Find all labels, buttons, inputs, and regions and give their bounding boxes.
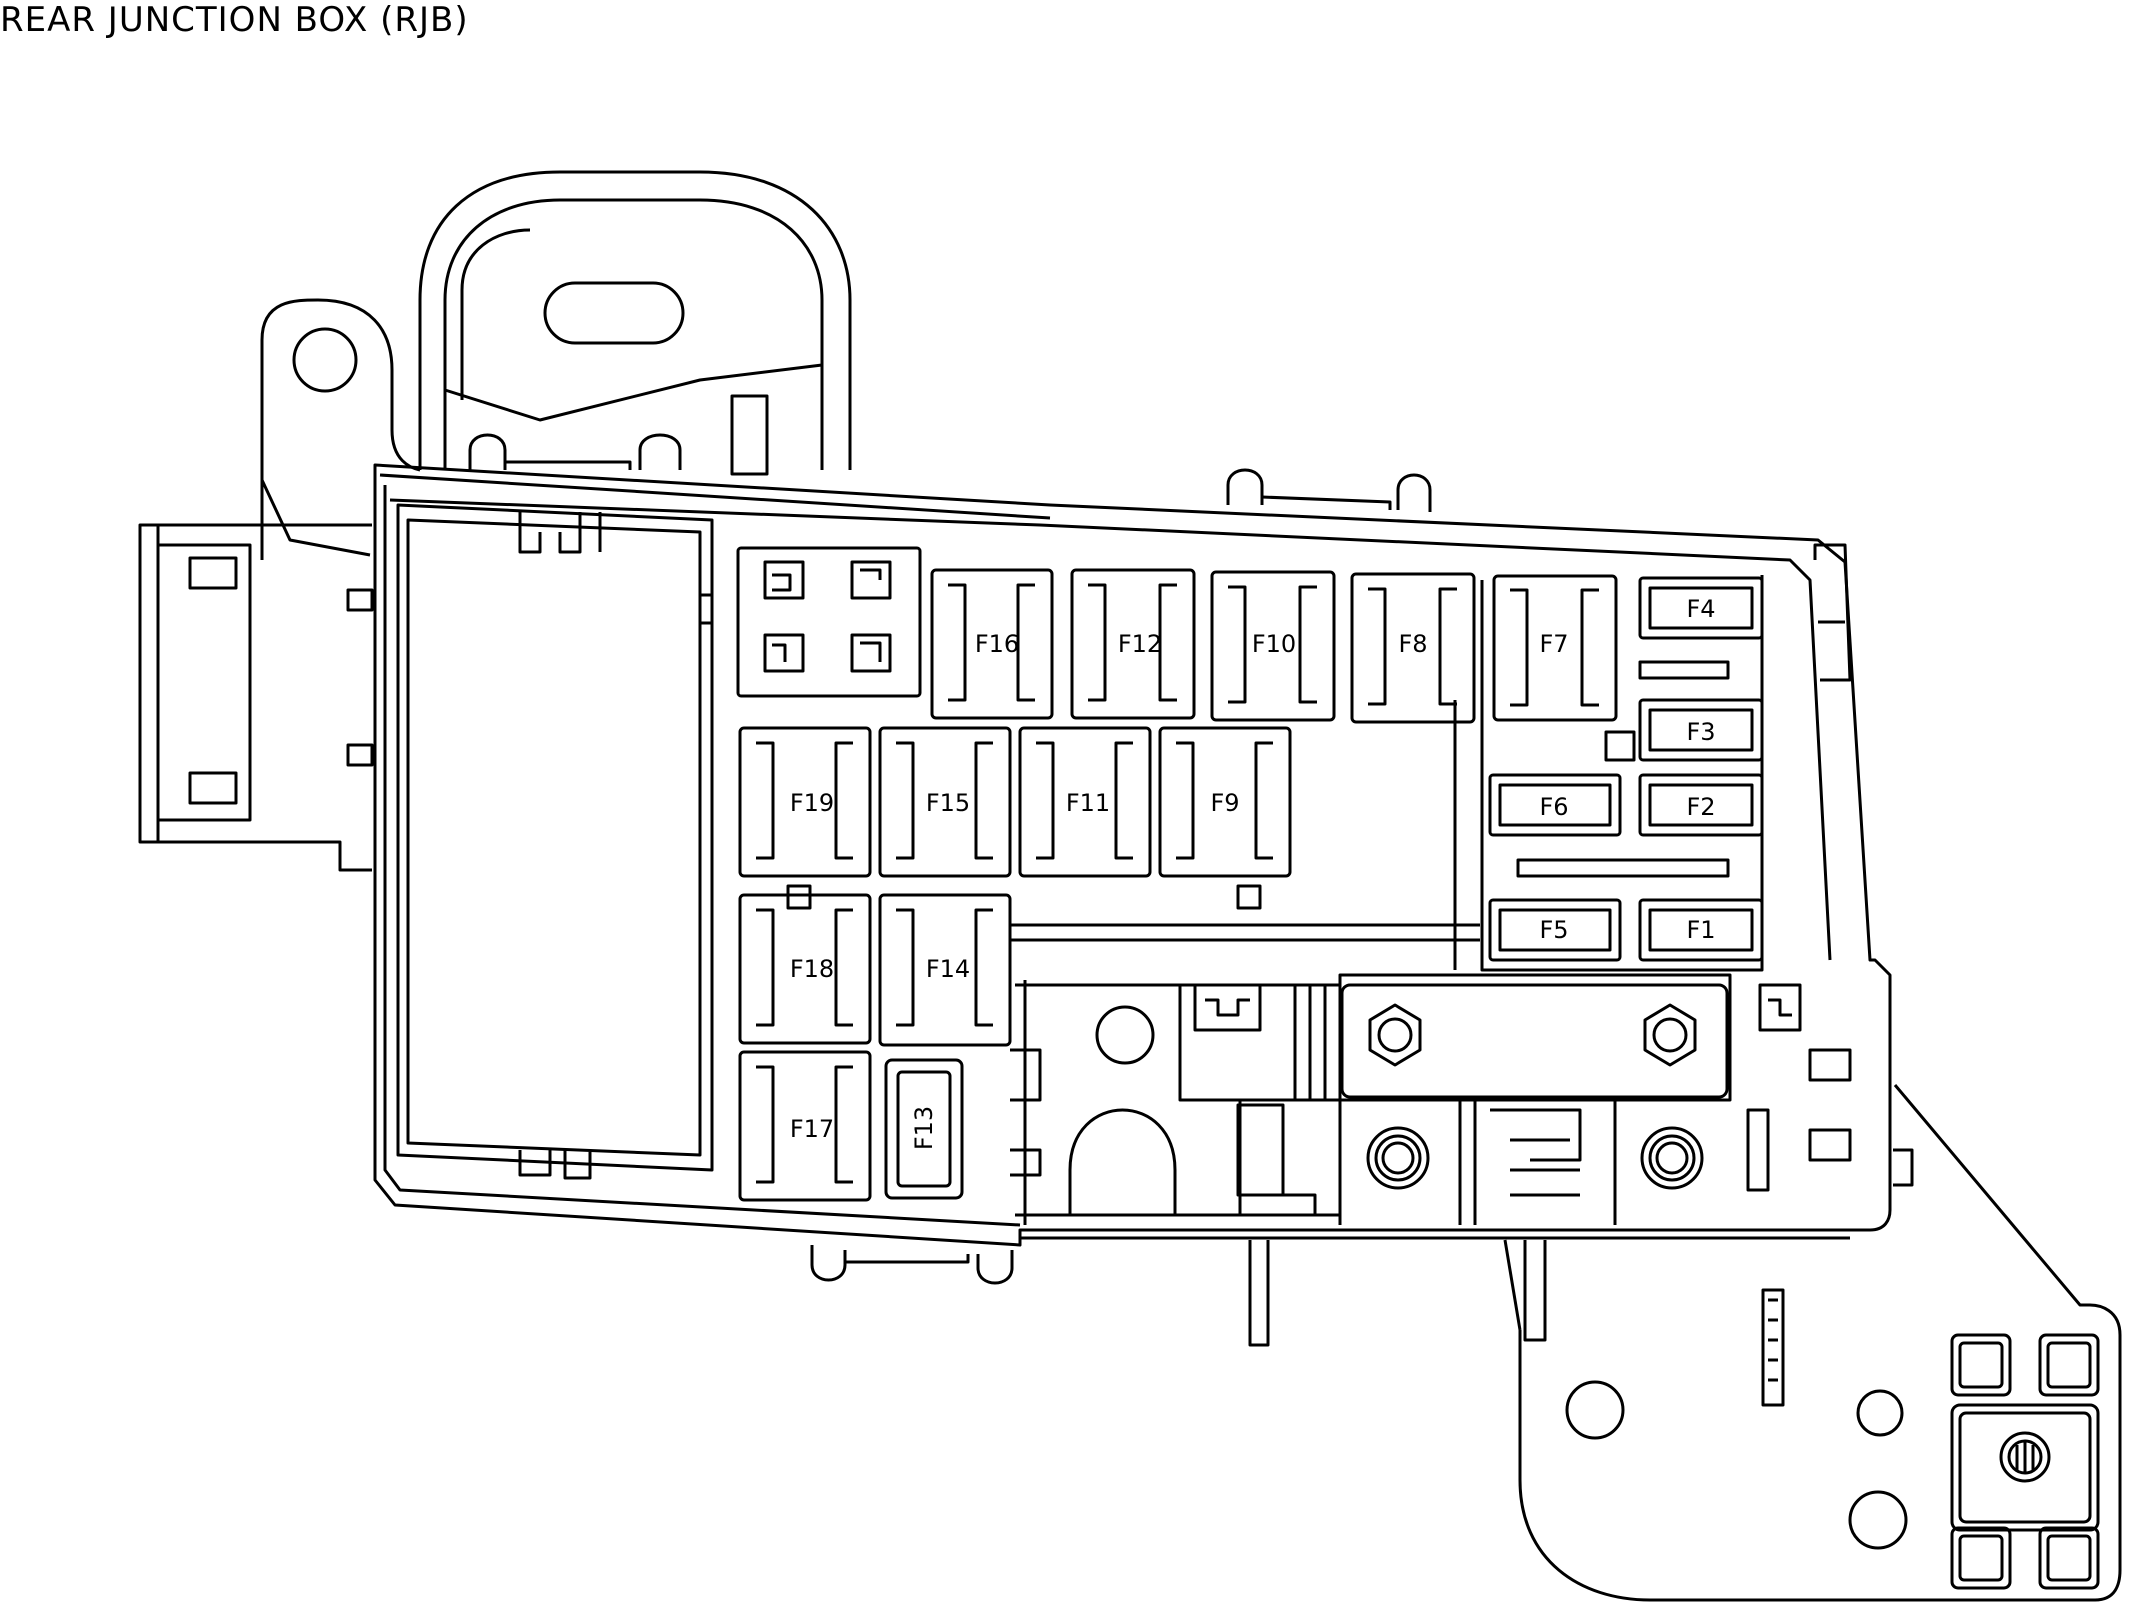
- diagram-title: REAR JUNCTION BOX (RJB): [0, 0, 469, 40]
- bus-bar: [1338, 973, 1732, 1102]
- fuse-row-middle: [738, 726, 1292, 910]
- left-mounting-ear: [260, 298, 421, 560]
- fuse-label-f11: F11: [1066, 789, 1110, 817]
- bottom-pins: [1248, 1239, 1547, 1347]
- bolt-head: [1368, 1003, 1422, 1067]
- fuse-label-f7: F7: [1539, 630, 1568, 658]
- fuse-label-f14: F14: [926, 955, 970, 983]
- main-housing: [373, 463, 1892, 1247]
- bracket-pad: [1950, 1333, 2012, 1397]
- fuse-label-f10: F10: [1252, 630, 1296, 658]
- fuse-label-f2: F2: [1686, 793, 1715, 821]
- mini-fuse-area: [1010, 575, 1764, 972]
- fuse-label-f3: F3: [1686, 718, 1715, 746]
- fuse-label-f15: F15: [926, 789, 970, 817]
- bracket-pad: [2038, 1333, 2100, 1397]
- fuse-label-f6: F6: [1539, 793, 1568, 821]
- housing-latches: [468, 433, 1852, 1285]
- fuse-row-top: [930, 568, 1618, 724]
- fuse-label-f4: F4: [1686, 595, 1715, 623]
- bracket-pad: [1950, 1526, 2012, 1590]
- slot-hole: [543, 281, 685, 345]
- fuse-label-f8: F8: [1398, 630, 1427, 658]
- fuse-label-f5: F5: [1539, 916, 1568, 944]
- fuse-label-f18: F18: [790, 955, 834, 983]
- stud: [1366, 1126, 1430, 1190]
- stud: [1640, 1126, 1704, 1190]
- mounting-hole: [292, 327, 358, 393]
- fuse-labels: F16 F12 F10 F8 F7 F4 F3 F6 F2 F5 F1 F19 …: [790, 595, 1716, 1150]
- fuse-row-bottom-left: [738, 893, 1012, 1202]
- bracket-hole: [1856, 1389, 1904, 1437]
- fuse-label-f17: F17: [790, 1115, 834, 1143]
- bracket-hole: [1848, 1490, 1908, 1550]
- bolt-head: [1643, 1003, 1697, 1067]
- mounting-bracket: [1518, 1084, 2122, 1602]
- left-connector: [138, 523, 374, 872]
- left-cavity: [396, 503, 714, 1180]
- top-mounting-tab: [418, 170, 852, 476]
- fuse-label-f12: F12: [1118, 630, 1162, 658]
- ground-stud: [1999, 1431, 2051, 1483]
- power-section: [1010, 973, 1852, 1225]
- bracket-pad: [2038, 1526, 2100, 1590]
- fuse-label-f13: F13: [910, 1106, 938, 1150]
- fuse-label-f16: F16: [975, 630, 1019, 658]
- relay-socket: [736, 546, 922, 698]
- fuse-label-f9: F9: [1210, 789, 1239, 817]
- bracket-hole: [1565, 1380, 1625, 1440]
- fuse-label-f19: F19: [790, 789, 834, 817]
- fuse-label-f1: F1: [1686, 916, 1715, 944]
